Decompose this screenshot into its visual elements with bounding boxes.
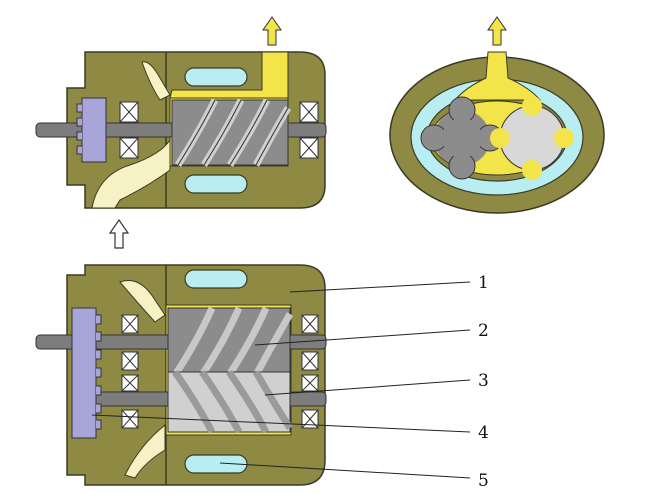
callout-label-2: 2 bbox=[478, 321, 489, 341]
leader-5 bbox=[219, 462, 471, 479]
suction-region-bottom-lower bbox=[124, 423, 166, 479]
callout-label-4: 4 bbox=[478, 423, 489, 443]
pump-side-section-top bbox=[35, 16, 327, 249]
suction-region-top bbox=[91, 138, 171, 209]
callout-label-1: 1 bbox=[478, 273, 489, 293]
cyan-slot-top-lower bbox=[184, 174, 248, 194]
cyan-slot-top-upper bbox=[184, 67, 248, 87]
leader-1 bbox=[289, 281, 471, 293]
callout-leaders bbox=[91, 281, 471, 479]
callout-label-5: 5 bbox=[478, 471, 489, 491]
leader-4 bbox=[91, 414, 471, 433]
pump-cross-section bbox=[389, 16, 605, 214]
leader-3 bbox=[264, 379, 471, 396]
suction-region-bottom-upper bbox=[119, 280, 166, 323]
timing-gear-top bbox=[81, 97, 107, 163]
outlet-arrow-cross-icon bbox=[487, 16, 507, 46]
inlet-arrow-icon bbox=[108, 218, 130, 249]
timing-gear-bottom bbox=[71, 307, 97, 439]
callout-label-3: 3 bbox=[478, 371, 489, 391]
pump-side-section-bottom bbox=[35, 264, 327, 486]
cyan-slot-bottom-lower bbox=[184, 454, 248, 474]
cyan-slot-bottom-upper bbox=[184, 269, 248, 289]
rotor-right-cross bbox=[490, 96, 574, 180]
leader-2 bbox=[254, 329, 471, 346]
outlet-arrow-top-left-icon bbox=[262, 16, 282, 46]
